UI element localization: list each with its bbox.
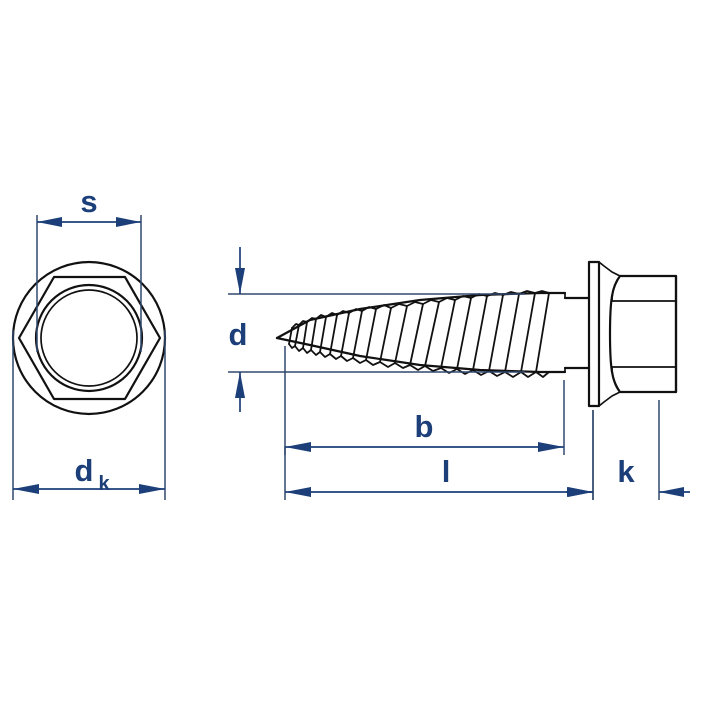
dk-arrow-right (139, 484, 165, 494)
hexagon-head-outline (17, 275, 162, 401)
l-arrow-left (285, 487, 311, 497)
dimension-label-dk-subscript: k (98, 473, 110, 495)
dimension-label-dk: d (75, 453, 94, 488)
dimension-l: l (284, 410, 594, 500)
flange-disc (587, 260, 601, 408)
flange-upper-scallop (598, 261, 621, 277)
dimension-label-l: l (442, 454, 451, 489)
hex-chamfer-lower (611, 366, 621, 393)
hex-head-body (608, 274, 678, 394)
screw-side-view (275, 260, 678, 408)
dimension-b: b (284, 346, 565, 455)
s-arrow-right (116, 217, 141, 227)
dimension-d: d (228, 247, 525, 412)
head-inner-circle (34, 283, 144, 393)
d-arrow-top (235, 268, 245, 294)
thread-bottom-envelope (275, 336, 567, 374)
b-arrow-left (285, 442, 311, 452)
head-end-view (11, 260, 167, 416)
dimension-s: s (36, 184, 142, 352)
dimension-dk: d k (12, 330, 166, 500)
dimension-label-b: b (415, 409, 434, 444)
k-arrow-right (659, 487, 684, 497)
hex-chamfer-upper (611, 275, 621, 302)
dk-arrow-left (13, 484, 39, 494)
dimension-label-d: d (229, 317, 248, 352)
k-arrow-left (568, 487, 593, 497)
b-arrow-right (538, 442, 564, 452)
head-inner-circle-2 (40, 289, 138, 387)
dimension-label-s: s (80, 184, 97, 219)
thread-helix-group (288, 292, 550, 373)
s-arrow-left (37, 217, 62, 227)
thread-crest-top (291, 290, 550, 329)
flange-lower-scallop (598, 391, 621, 407)
dimension-label-k: k (617, 454, 635, 489)
dimension-k: k (566, 400, 690, 500)
d-arrow-bottom (235, 372, 245, 398)
